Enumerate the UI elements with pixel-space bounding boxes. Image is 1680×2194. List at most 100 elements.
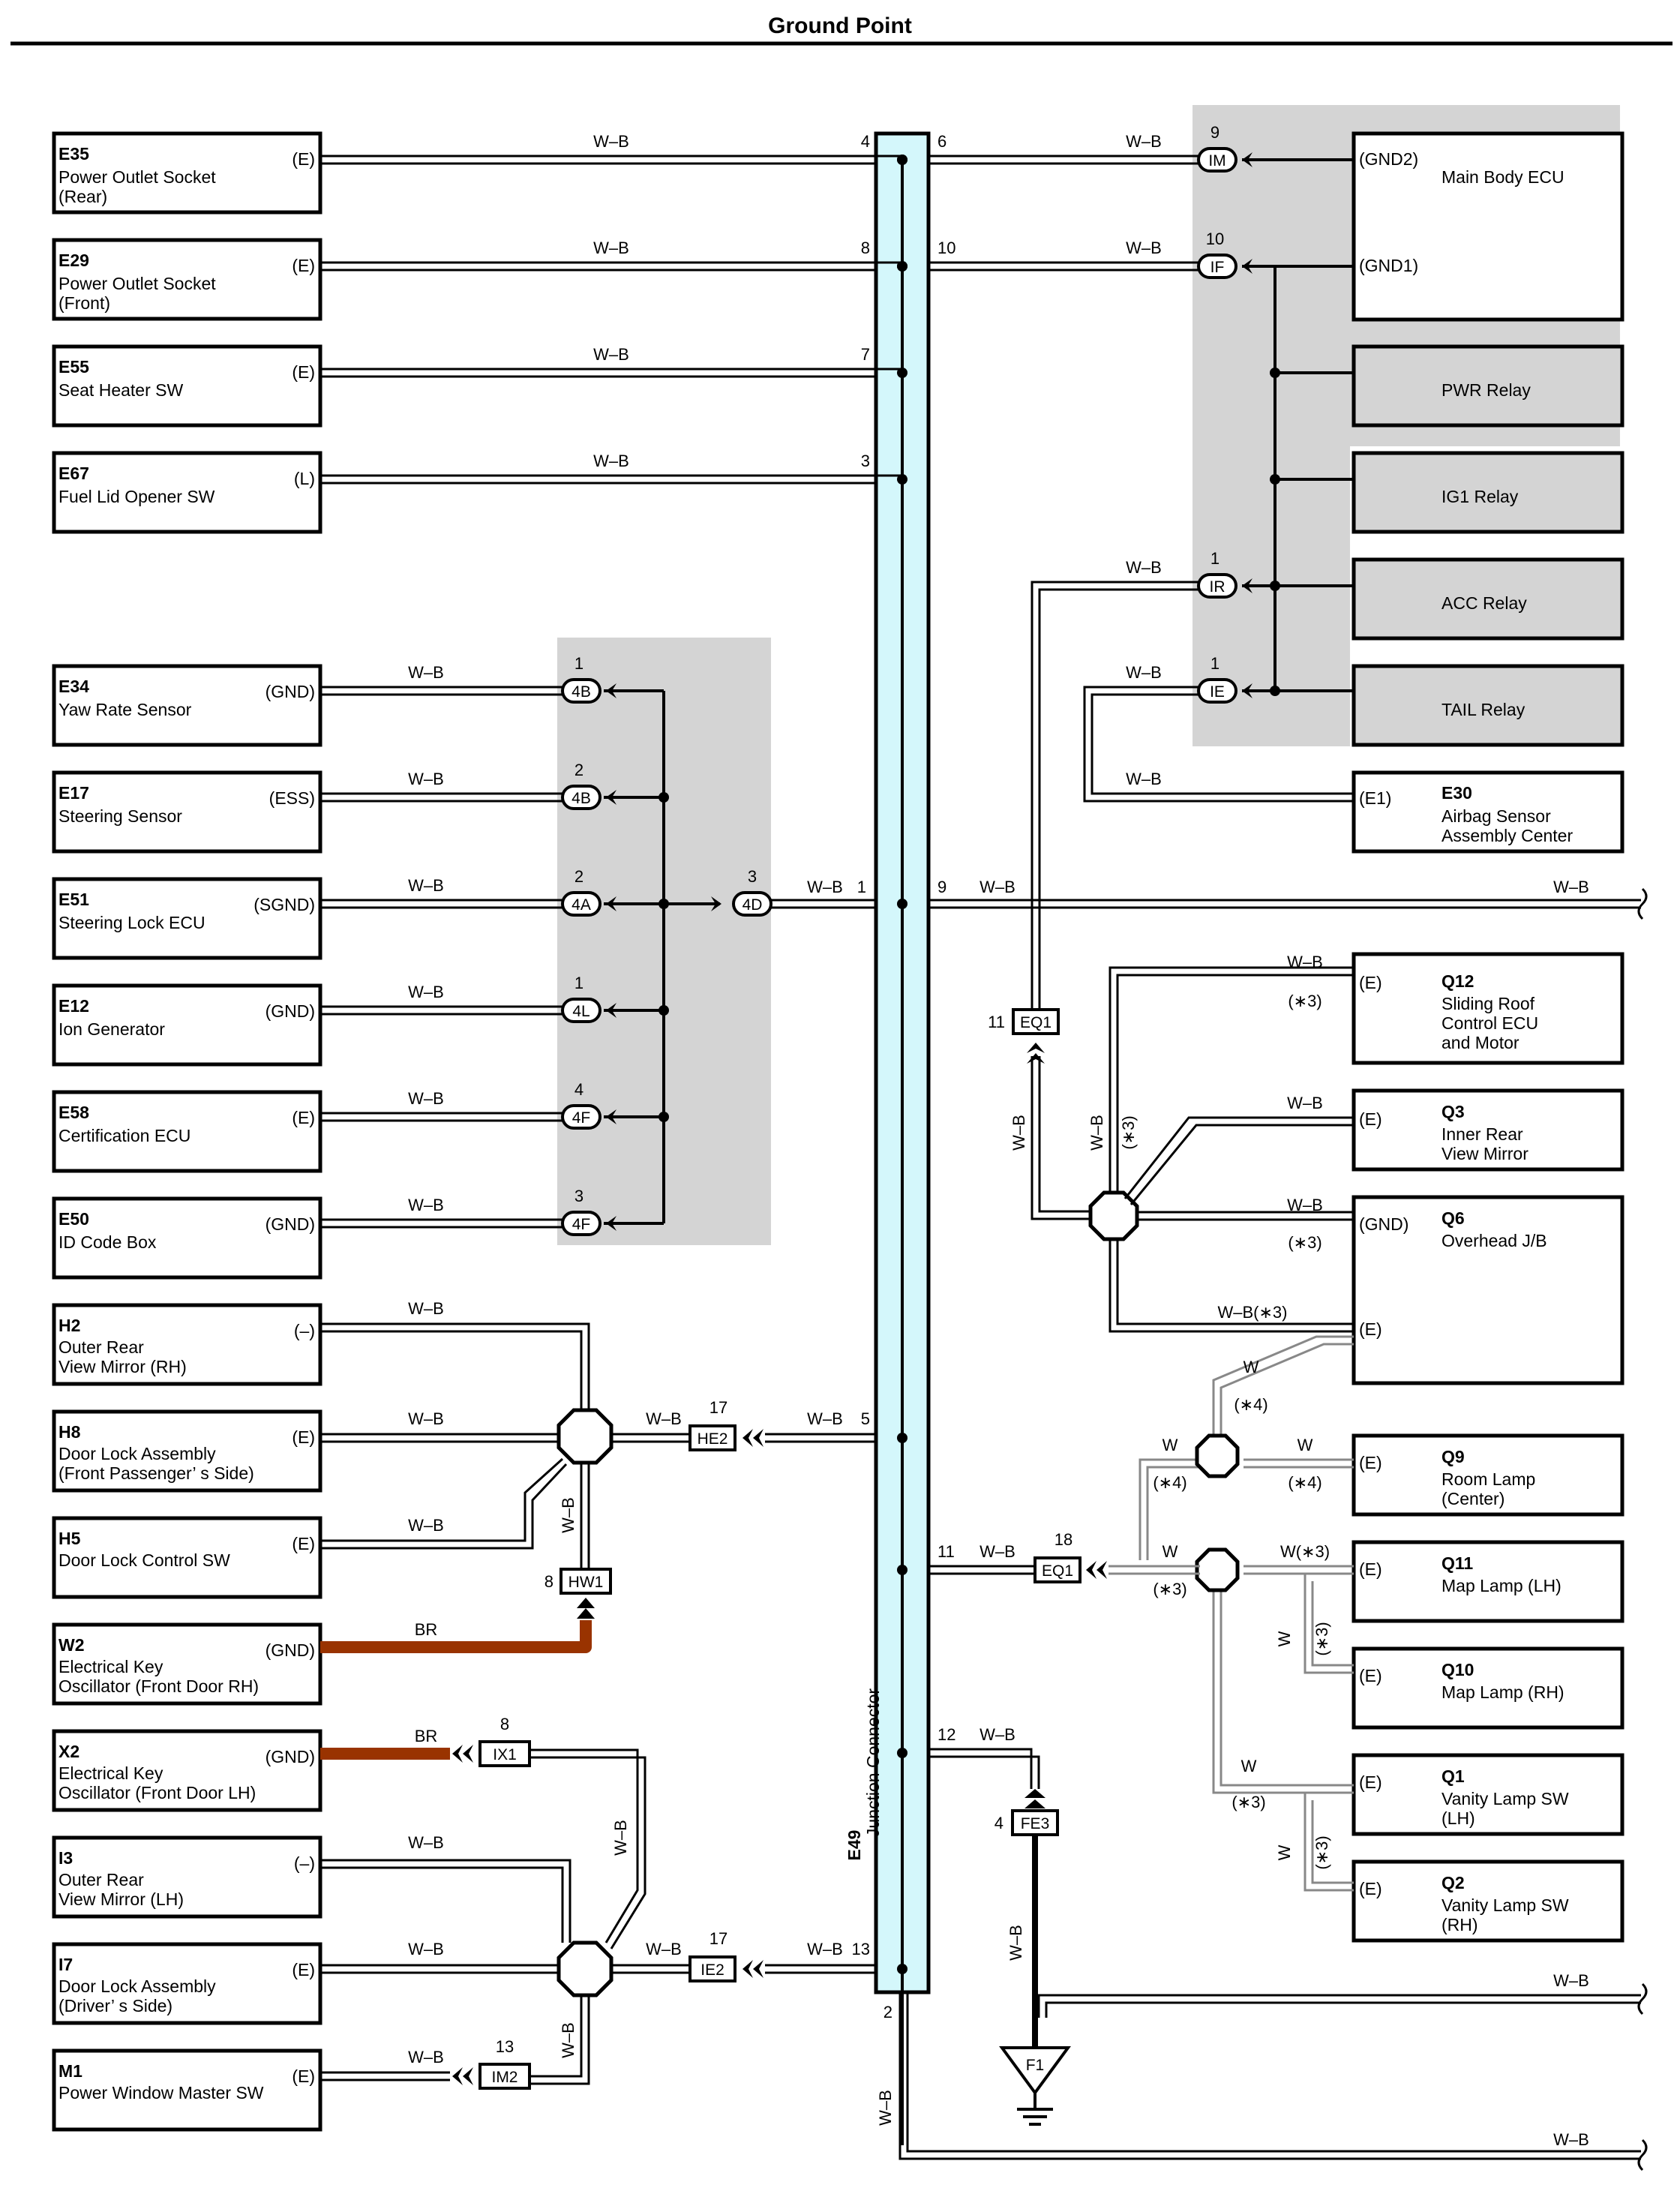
svg-text:(Rear): (Rear) [58,187,107,206]
left-component-boxes [52,131,322,2132]
svg-text:1: 1 [857,878,866,896]
svg-text:(E): (E) [292,1108,315,1127]
svg-text:W–B: W–B [408,983,444,1001]
svg-text:Overhead J/B: Overhead J/B [1442,1231,1547,1250]
svg-text:18: 18 [1054,1530,1072,1549]
svg-text:W–B: W–B [408,1409,444,1428]
svg-text:4B: 4B [572,790,591,807]
svg-text:(E): (E) [1359,973,1382,992]
svg-text:W–B: W–B [1553,1971,1589,1990]
br-wire-w2 [320,1620,592,1653]
svg-text:Power Window Master SW: Power Window Master SW [58,2083,264,2102]
svg-text:W–B: W–B [593,239,629,257]
svg-text:(GND): (GND) [266,1640,315,1660]
svg-text:W–B: W–B [408,1089,444,1108]
svg-text:(Center): (Center) [1442,1489,1504,1508]
svg-text:HE2: HE2 [698,1430,728,1448]
svg-text:H2: H2 [58,1316,80,1335]
junction-code: E49 [844,1830,864,1861]
svg-text:7: 7 [861,345,870,364]
svg-text:W–B: W–B [408,876,444,895]
svg-text:W–B: W–B [1287,1094,1323,1112]
svg-text:EQ1: EQ1 [1042,1562,1073,1580]
svg-text:4D: 4D [742,896,763,914]
svg-text:(∗3): (∗3) [1232,1793,1265,1811]
svg-text:4: 4 [574,1080,584,1099]
svg-text:Q10: Q10 [1442,1660,1474,1679]
svg-text:W–B: W–B [593,345,629,364]
svg-text:(E): (E) [292,256,315,275]
svg-text:W–B: W–B [1126,770,1162,788]
svg-text:W–B: W–B [646,1940,682,1958]
svg-text:(GND): (GND) [266,1214,315,1234]
svg-text:W–B: W–B [807,1409,843,1428]
eq1-connector-a [1012,1008,1060,1035]
svg-text:W–B: W–B [1010,1115,1028,1151]
svg-text:W–B: W–B [646,1409,682,1428]
svg-text:Fuel Lid Opener SW: Fuel Lid Opener SW [58,487,215,506]
svg-text:Control ECU: Control ECU [1442,1013,1538,1033]
svg-text:8: 8 [544,1572,554,1591]
svg-text:3: 3 [748,867,757,886]
svg-text:W–B: W–B [593,132,629,151]
svg-text:(GND1): (GND1) [1359,256,1418,275]
svg-text:E55: E55 [58,357,89,377]
svg-text:W–B: W–B [1287,953,1323,971]
svg-text:4F: 4F [572,1216,591,1233]
svg-text:W–B: W–B [980,1725,1016,1744]
fe3-connector [1011,1809,1059,1836]
svg-text:Steering Lock ECU: Steering Lock ECU [58,913,206,932]
svg-text:4B: 4B [572,683,591,701]
svg-text:ID Code Box: ID Code Box [58,1232,157,1252]
svg-text:Map Lamp (RH): Map Lamp (RH) [1442,1682,1564,1702]
svg-text:W–B: W–B [408,1833,444,1852]
svg-text:E67: E67 [58,464,89,483]
svg-text:(∗4): (∗4) [1153,1473,1186,1492]
svg-text:W–B: W–B [1126,132,1162,151]
svg-text:Outer Rear: Outer Rear [58,1870,144,1889]
svg-text:W(∗3): W(∗3) [1280,1542,1330,1561]
svg-text:I3: I3 [58,1848,73,1868]
svg-text:IG1 Relay: IG1 Relay [1442,487,1519,506]
svg-text:4: 4 [861,132,870,151]
svg-text:W–B: W–B [980,878,1016,896]
ix1-connector [478,1740,531,1767]
svg-text:W–B: W–B [980,1542,1016,1561]
svg-text:(GND): (GND) [266,1001,315,1021]
svg-text:(E): (E) [292,1427,315,1447]
svg-text:Map Lamp (LH): Map Lamp (LH) [1442,1576,1562,1595]
svg-text:X2: X2 [58,1742,80,1761]
svg-text:Seat Heater SW: Seat Heater SW [58,380,183,400]
svg-text:(E): (E) [292,1534,315,1553]
svg-text:(∗3): (∗3) [1312,1622,1331,1655]
svg-text:9: 9 [1210,123,1220,142]
steering-connectors: 4B 1 4B 2 4A 2 4L 1 4F 4 4F 3 4D 3 [561,654,772,1236]
svg-text:E30: E30 [1442,783,1472,803]
he2-connector [688,1424,736,1451]
svg-text:(L): (L) [294,469,315,488]
svg-text:11: 11 [988,1013,1005,1031]
svg-text:Vanity Lamp SW: Vanity Lamp SW [1442,1895,1569,1915]
svg-text:Power Outlet Socket: Power Outlet Socket [58,274,216,293]
svg-text:Ion Generator: Ion Generator [58,1019,165,1039]
svg-text:W: W [1241,1757,1257,1775]
svg-text:4F: 4F [572,1109,591,1127]
svg-text:IF: IF [1210,259,1225,276]
svg-text:W–B: W–B [593,452,629,470]
svg-text:IE2: IE2 [700,1961,724,1979]
svg-text:W–B: W–B [559,1497,578,1533]
hw1-connector [560,1568,612,1595]
svg-text:(E): (E) [1359,1879,1382,1898]
svg-text:(Front): (Front) [58,293,110,313]
svg-text:(∗4): (∗4) [1234,1395,1268,1414]
svg-text:(GND2): (GND2) [1359,149,1418,169]
svg-text:H8: H8 [58,1422,81,1442]
junction-name: Junction Connector [863,1688,883,1838]
svg-text:W–B: W–B [408,1196,444,1214]
svg-text:IR: IR [1210,578,1226,596]
svg-text:(Front Passenger’ s Side): (Front Passenger’ s Side) [58,1463,254,1483]
svg-text:W–B: W–B [1126,558,1162,577]
svg-text:E49: E49 [844,1830,864,1861]
svg-text:3: 3 [574,1187,584,1205]
